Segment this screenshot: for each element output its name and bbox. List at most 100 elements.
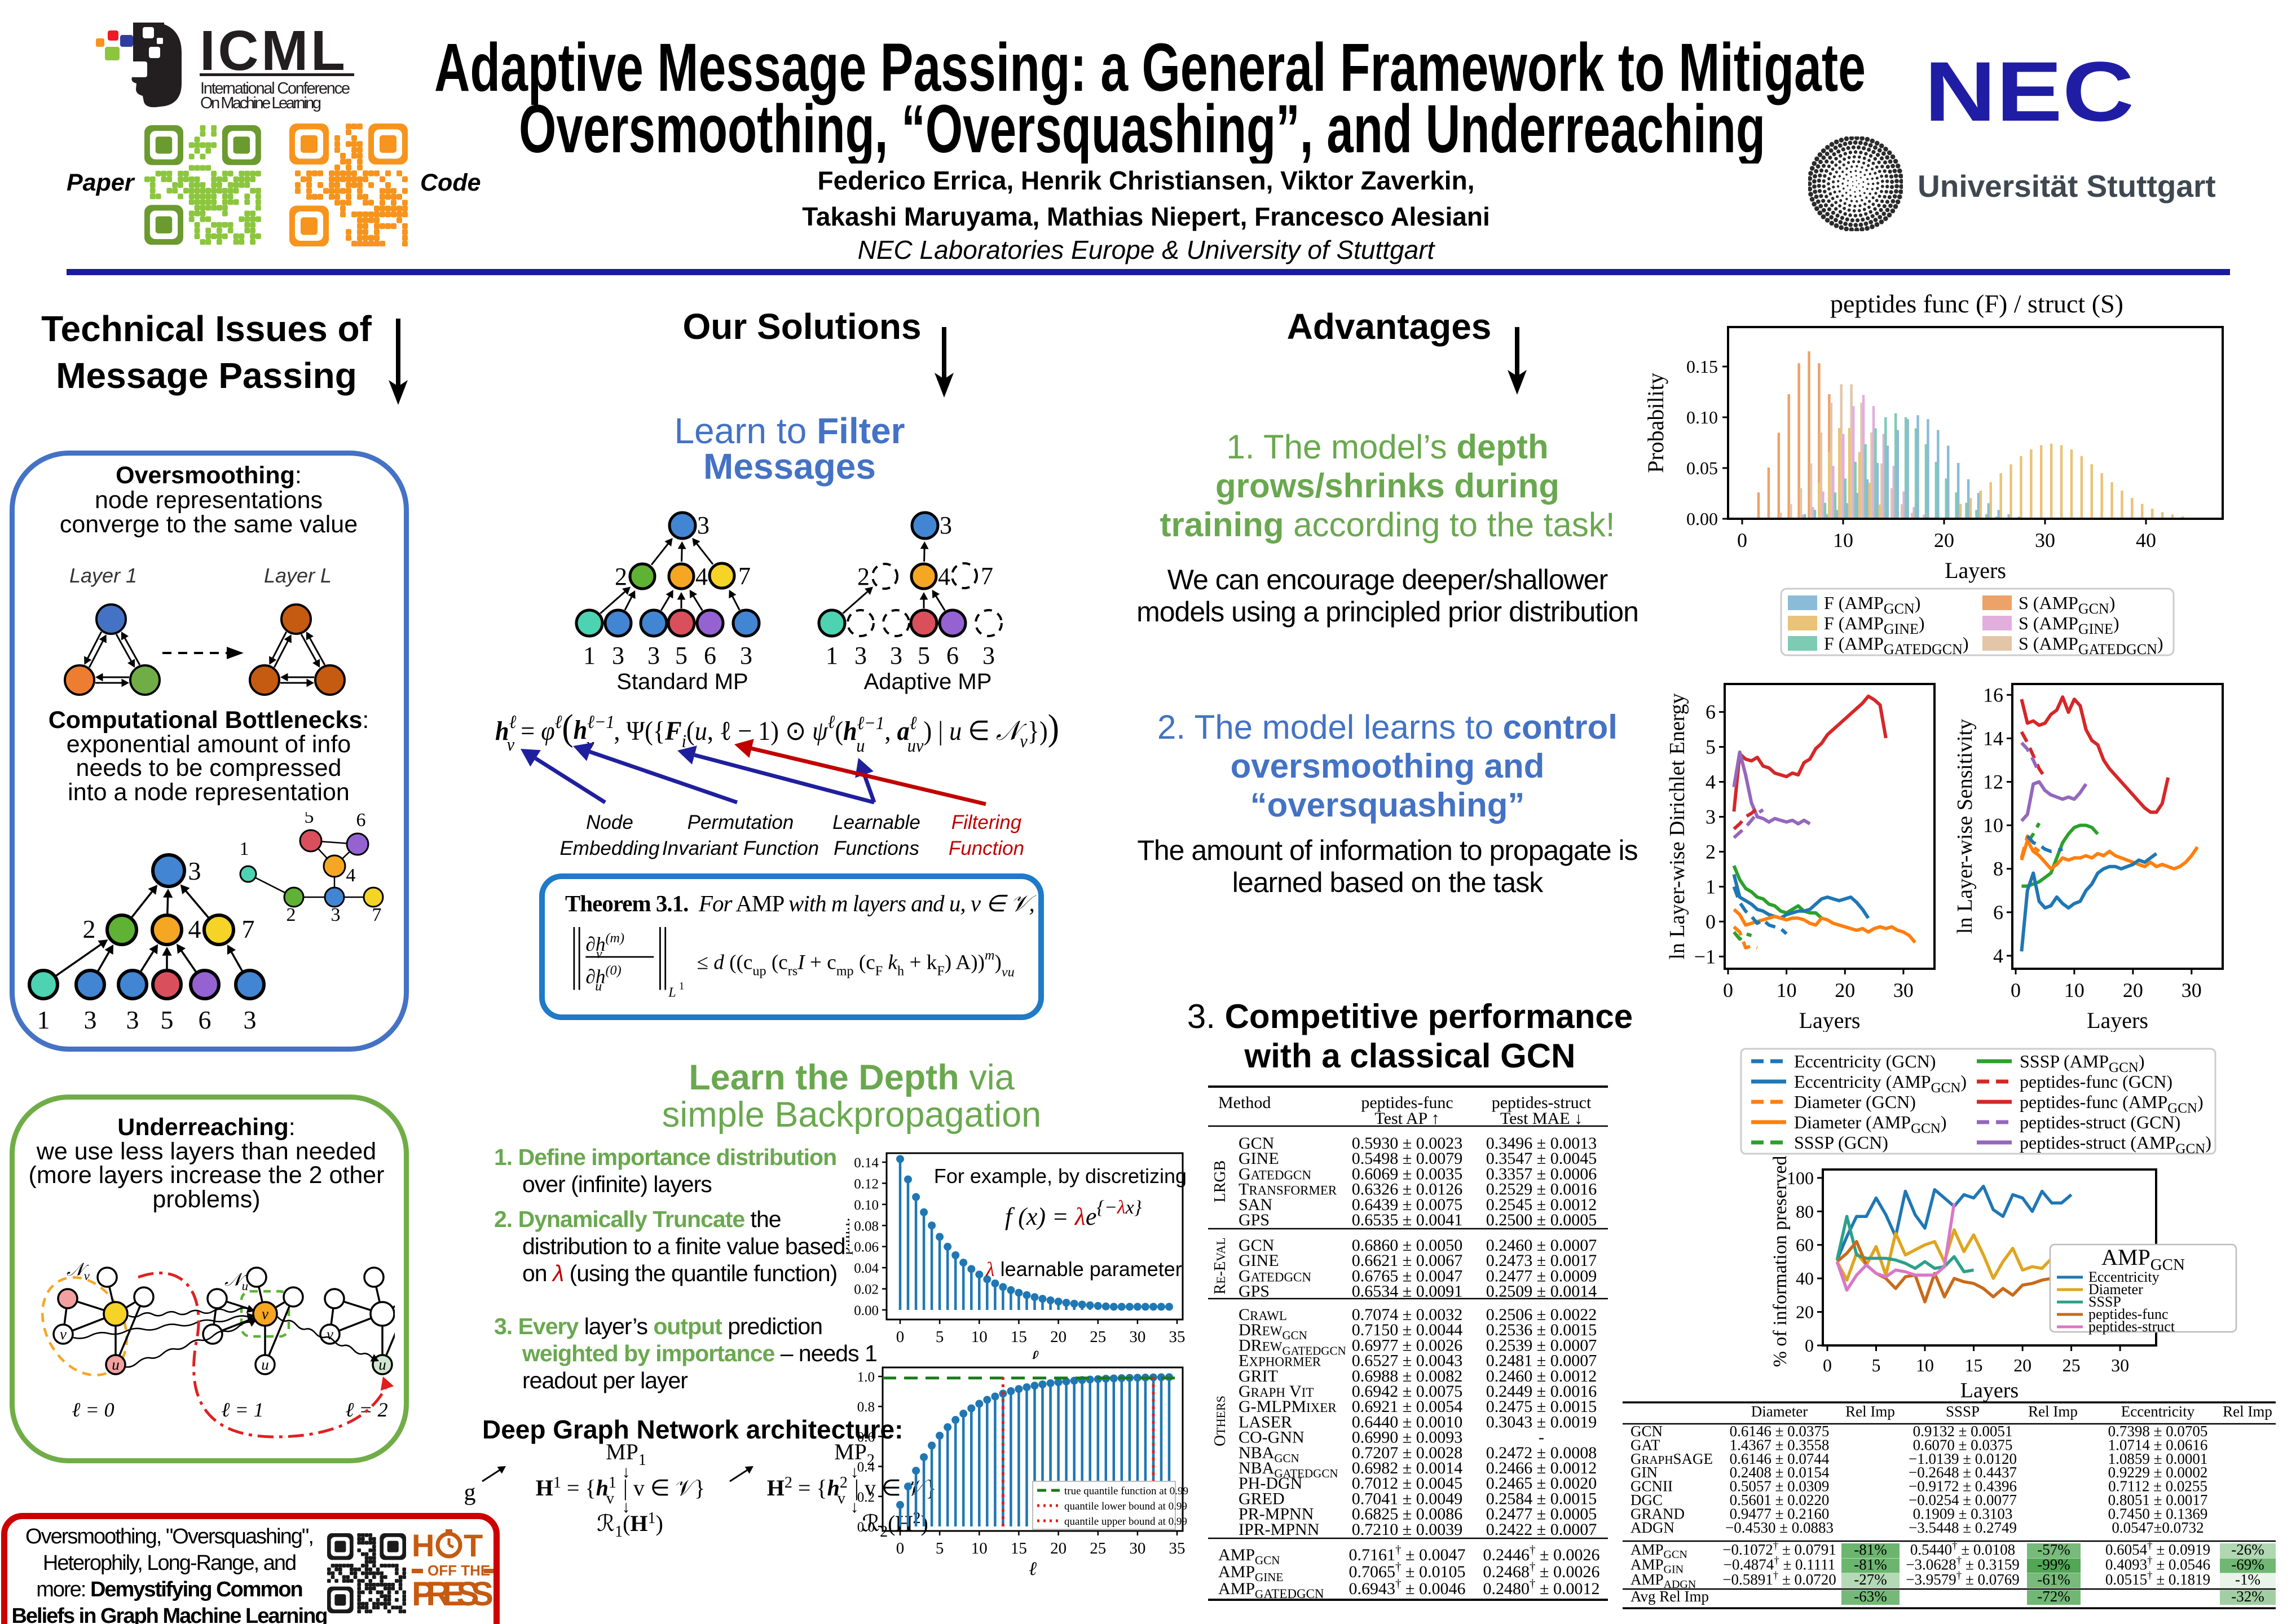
svg-text:0.8051 ± 0.0017: 0.8051 ± 0.0017 — [2108, 1491, 2208, 1508]
svg-text:0.9132 ± 0.0051: 0.9132 ± 0.0051 — [1913, 1423, 2013, 1440]
svg-text:0.6621 ± 0.0067: 0.6621 ± 0.0067 — [1352, 1251, 1462, 1270]
svg-text:S (AMPGCN): S (AMPGCN) — [2019, 593, 2115, 617]
svg-text:1: 1 — [679, 981, 684, 992]
svg-text:0.02: 0.02 — [854, 1282, 879, 1298]
svg-text:3: 3 — [126, 1005, 139, 1034]
svg-text:peptides-struct (GCN): peptides-struct (GCN) — [2020, 1112, 2180, 1132]
svg-text:∂h(0)u: ∂h(0)u — [585, 963, 621, 994]
svg-text:0.12: 0.12 — [854, 1176, 879, 1191]
svg-text:25: 25 — [2063, 1355, 2081, 1375]
svg-text:0.2477 ± 0.0009: 0.2477 ± 0.0009 — [1486, 1266, 1597, 1285]
svg-text:H1 = {h1v | v ∈ 𝒱}: H1 = {h1v | v ∈ 𝒱} — [536, 1474, 706, 1507]
svg-text:LASER: LASER — [1239, 1413, 1292, 1431]
svg-text:GRAND: GRAND — [1630, 1505, 1685, 1522]
svg-text:0.6440 ± 0.0010: 0.6440 ± 0.0010 — [1352, 1413, 1462, 1431]
svg-text:0.6825 ± 0.0086: 0.6825 ± 0.0086 — [1352, 1505, 1462, 1524]
svg-text:0.2465 ± 0.0020: 0.2465 ± 0.0020 — [1486, 1474, 1597, 1493]
svg-text:10: 10 — [1777, 979, 1797, 1001]
svg-text:-81%: -81% — [1854, 1541, 1887, 1558]
svg-text:0.2422 ± 0.0007: 0.2422 ± 0.0007 — [1486, 1520, 1597, 1539]
svg-text:SSSP: SSSP — [1946, 1403, 1980, 1420]
svg-text:10: 10 — [1983, 814, 2003, 837]
svg-text:0.2536 ± 0.0015: 0.2536 ± 0.0015 — [1486, 1321, 1597, 1339]
svg-text:0.2584 ± 0.0015: 0.2584 ± 0.0015 — [1486, 1489, 1597, 1508]
svg-text:-32%: -32% — [2231, 1588, 2264, 1605]
svg-text:−0.1072† ± 0.0791: −0.1072† ± 0.0791 — [1722, 1540, 1836, 1558]
svg-text:SAN: SAN — [1239, 1195, 1272, 1214]
svg-text:GRAPHSAGE: GRAPHSAGE — [1630, 1450, 1713, 1467]
svg-text:0.2460 ± 0.0012: 0.2460 ± 0.0012 — [1486, 1367, 1597, 1385]
svg-text:0.6860 ± 0.0050: 0.6860 ± 0.0050 — [1352, 1236, 1462, 1255]
svg-text:International Conference: International Conference — [200, 80, 350, 98]
svg-text:5: 5 — [161, 1005, 174, 1034]
svg-text:peptides-struct: peptides-struct — [2088, 1318, 2175, 1335]
svg-text:Diameter: Diameter — [1751, 1403, 1808, 1420]
svg-text:0.2509 ± 0.0014: 0.2509 ± 0.0014 — [1486, 1282, 1597, 1301]
svg-text:AMPGCN: AMPGCN — [1630, 1541, 1687, 1561]
svg-text:Rel Imp: Rel Imp — [2223, 1403, 2272, 1420]
svg-text:GCNII: GCNII — [1630, 1478, 1673, 1495]
svg-text:4: 4 — [938, 563, 950, 590]
svg-text:0.6765 ± 0.0047: 0.6765 ± 0.0047 — [1352, 1266, 1462, 1285]
svg-text:GRAPH VIT: GRAPH VIT — [1239, 1382, 1314, 1401]
svg-text:GCN: GCN — [1239, 1134, 1274, 1153]
svg-text:7: 7 — [372, 904, 382, 925]
svg-text:GCN: GCN — [1239, 1236, 1274, 1255]
svg-text:-: - — [1539, 1428, 1544, 1447]
svg-text:6: 6 — [946, 642, 959, 669]
svg-text:0.6990 ± 0.0093: 0.6990 ± 0.0093 — [1352, 1428, 1462, 1447]
svg-text:3: 3 — [84, 1005, 97, 1034]
svg-text:1: 1 — [583, 642, 596, 669]
svg-text:On Machine Learning: On Machine Learning — [200, 94, 321, 112]
svg-text:100: 100 — [1787, 1168, 1814, 1188]
svg-text:−0.4874† ± 0.1111: −0.4874† ± 0.1111 — [1724, 1555, 1836, 1573]
svg-text:f (x) = λe{−λx}: f (x) = λe{−λx} — [1005, 1197, 1142, 1230]
svg-text:0.7210 ± 0.0039: 0.7210 ± 0.0039 — [1352, 1520, 1462, 1539]
svg-text:3: 3 — [940, 511, 952, 539]
svg-text:0.6069 ± 0.0035: 0.6069 ± 0.0035 — [1352, 1164, 1462, 1183]
svg-text:15: 15 — [1011, 1328, 1027, 1346]
svg-text:T: T — [464, 1529, 483, 1563]
svg-text:30: 30 — [2035, 529, 2055, 551]
svg-text:Adaptive Message Passing: a Ge: Adaptive Message Passing: a General Fram… — [434, 29, 1866, 105]
svg-text:20: 20 — [2013, 1355, 2031, 1375]
svg-text:-57%: -57% — [2037, 1541, 2070, 1558]
svg-text:0.6921 ± 0.0054: 0.6921 ± 0.0054 — [1352, 1397, 1462, 1416]
svg-text:20: 20 — [1796, 1302, 1814, 1322]
svg-text:3: 3 — [612, 642, 624, 669]
svg-text:0: 0 — [896, 1328, 905, 1346]
svg-text:7: 7 — [738, 562, 751, 590]
svg-text:0.2477 ± 0.0005: 0.2477 ± 0.0005 — [1486, 1505, 1597, 1524]
svg-text:60: 60 — [1796, 1235, 1814, 1255]
svg-text:0: 0 — [1823, 1355, 1832, 1375]
svg-text:Diameter: Diameter — [2088, 1281, 2143, 1298]
svg-text:CO-GNN: CO-GNN — [1239, 1428, 1305, 1447]
svg-text:c.m.f.: c.m.f. — [846, 1431, 849, 1468]
svg-text:0: 0 — [1805, 1335, 1814, 1356]
svg-text:SSSP (GCN): SSSP (GCN) — [1794, 1132, 1888, 1153]
svg-text:H2 = {h2v | v ∈ 𝒱}: H2 = {h2v | v ∈ 𝒱} — [767, 1474, 937, 1507]
svg-text:0.06: 0.06 — [854, 1240, 879, 1255]
svg-text:0.3357 ± 0.0006: 0.3357 ± 0.0006 — [1486, 1164, 1597, 1183]
svg-text:80: 80 — [1796, 1201, 1814, 1221]
svg-text:0.2466 ± 0.0012: 0.2466 ± 0.0012 — [1486, 1459, 1597, 1477]
svg-text:CRAWL: CRAWL — [1239, 1305, 1287, 1324]
svg-text:IPR-MPNN: IPR-MPNN — [1239, 1520, 1319, 1539]
svg-text:0.2529 ± 0.0016: 0.2529 ± 0.0016 — [1486, 1180, 1597, 1199]
svg-text:−3.5448 ± 0.2749: −3.5448 ± 0.2749 — [1909, 1519, 2017, 1536]
svg-text:0.6527 ± 0.0043: 0.6527 ± 0.0043 — [1352, 1352, 1462, 1370]
svg-text:0.00: 0.00 — [854, 1303, 879, 1318]
svg-text:ADGN: ADGN — [1630, 1519, 1674, 1536]
svg-text:0.6: 0.6 — [857, 1429, 875, 1445]
svg-text:0.6534 ± 0.0091: 0.6534 ± 0.0091 — [1352, 1282, 1462, 1301]
svg-text:PRESS: PRESS — [412, 1575, 493, 1613]
svg-text:7: 7 — [981, 562, 993, 590]
svg-text:0: 0 — [2011, 979, 2021, 1001]
svg-text:0.2473 ± 0.0017: 0.2473 ± 0.0017 — [1486, 1251, 1597, 1270]
svg-text:0.10: 0.10 — [1686, 407, 1718, 427]
svg-text:1: 1 — [1706, 875, 1716, 898]
svg-text:1: 1 — [826, 642, 838, 669]
svg-text:Eccentricity (GCN): Eccentricity (GCN) — [1794, 1051, 1936, 1071]
svg-text:0.6988 ± 0.0082: 0.6988 ± 0.0082 — [1352, 1367, 1462, 1385]
svg-text:5: 5 — [305, 812, 314, 827]
